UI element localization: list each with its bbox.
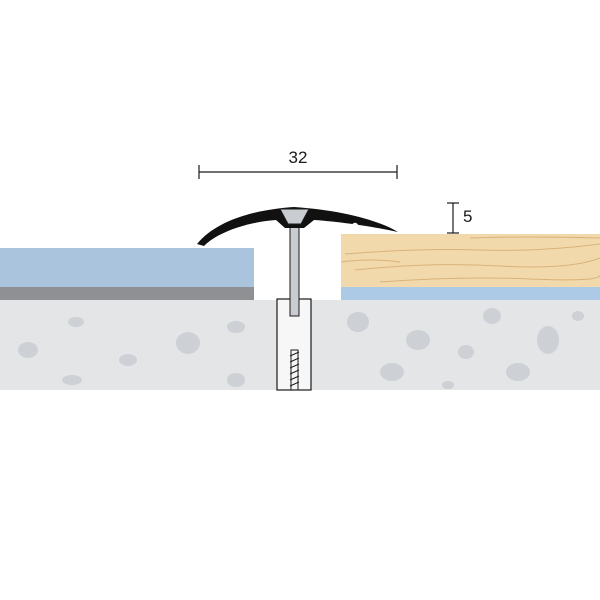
height-dimension xyxy=(447,202,459,234)
wood-grain xyxy=(340,236,600,283)
left-underlay xyxy=(0,287,254,300)
screw-lower-shaft xyxy=(290,349,299,391)
screw-icon xyxy=(289,223,300,317)
concrete-stones xyxy=(18,308,584,389)
transition-profile-icon xyxy=(197,207,398,246)
profile-hole-left xyxy=(230,229,238,237)
width-dimension-label: 32 xyxy=(289,148,308,167)
right-underlay xyxy=(341,287,600,300)
left-tile-floor xyxy=(0,248,254,287)
height-dimension-label: 5 xyxy=(463,207,472,226)
width-dimension xyxy=(198,165,398,179)
profile-hole-right xyxy=(351,222,359,230)
screw-head xyxy=(279,208,310,225)
